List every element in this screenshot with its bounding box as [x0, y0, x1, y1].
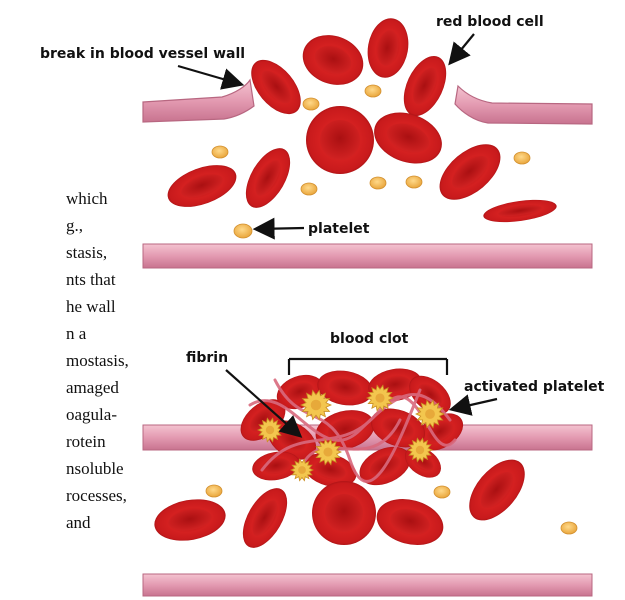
label-activated-platelet: activated platelet — [464, 379, 605, 395]
red-blood-cell — [234, 481, 296, 555]
platelet — [370, 177, 386, 189]
arrow-platelet — [257, 228, 304, 229]
activated-platelet-core — [375, 393, 384, 402]
platelet — [514, 152, 530, 164]
blood-clot — [233, 365, 470, 493]
vessel-wall-bottom — [143, 574, 592, 596]
red-blood-cell — [482, 196, 558, 226]
arrow-break — [178, 66, 240, 84]
label-break-in-vessel-wall: break in blood vessel wall — [40, 46, 245, 62]
vessel-wall-left-broken — [143, 80, 254, 122]
vessel-wall-right-broken — [455, 86, 592, 124]
platelet — [303, 98, 319, 110]
platelet — [434, 486, 450, 498]
platelet — [212, 146, 228, 158]
red-blood-cell — [312, 481, 376, 545]
arrow-activated-platelet — [453, 399, 497, 409]
red-blood-cell — [162, 157, 242, 215]
platelet — [561, 522, 577, 534]
red-blood-cell — [242, 51, 311, 123]
label-fibrin: fibrin — [186, 350, 228, 366]
activated-platelet-core — [298, 466, 306, 474]
platelet — [206, 485, 222, 497]
activated-platelet-core — [416, 446, 424, 454]
activated-platelet-core — [323, 447, 332, 456]
arrow-red-blood-cell — [451, 34, 474, 62]
top-panel: break in blood vessel wall red blood cel… — [40, 14, 592, 268]
red-blood-cell — [151, 494, 229, 546]
red-blood-cell — [371, 492, 448, 552]
platelet — [365, 85, 381, 97]
label-blood-clot: blood clot — [330, 331, 409, 347]
platelet — [406, 176, 422, 188]
red-blood-cell — [367, 103, 449, 172]
platelet — [301, 183, 317, 195]
red-blood-cell — [237, 141, 299, 215]
blood-clot-bracket — [289, 359, 447, 375]
platelet — [234, 224, 252, 238]
activated-platelet-core — [266, 426, 274, 434]
bottom-panel: blood clot fibrin activated platelet — [143, 331, 605, 596]
activated-platelet-core — [425, 409, 435, 419]
label-red-blood-cell: red blood cell — [436, 14, 544, 30]
activated-platelet-core — [311, 400, 322, 411]
label-platelet: platelet — [308, 221, 370, 237]
red-blood-cell — [459, 450, 536, 531]
red-blood-cell — [306, 106, 374, 174]
vessel-wall-bottom — [143, 244, 592, 268]
red-blood-cell — [363, 15, 413, 81]
red-blood-cell — [296, 27, 371, 93]
